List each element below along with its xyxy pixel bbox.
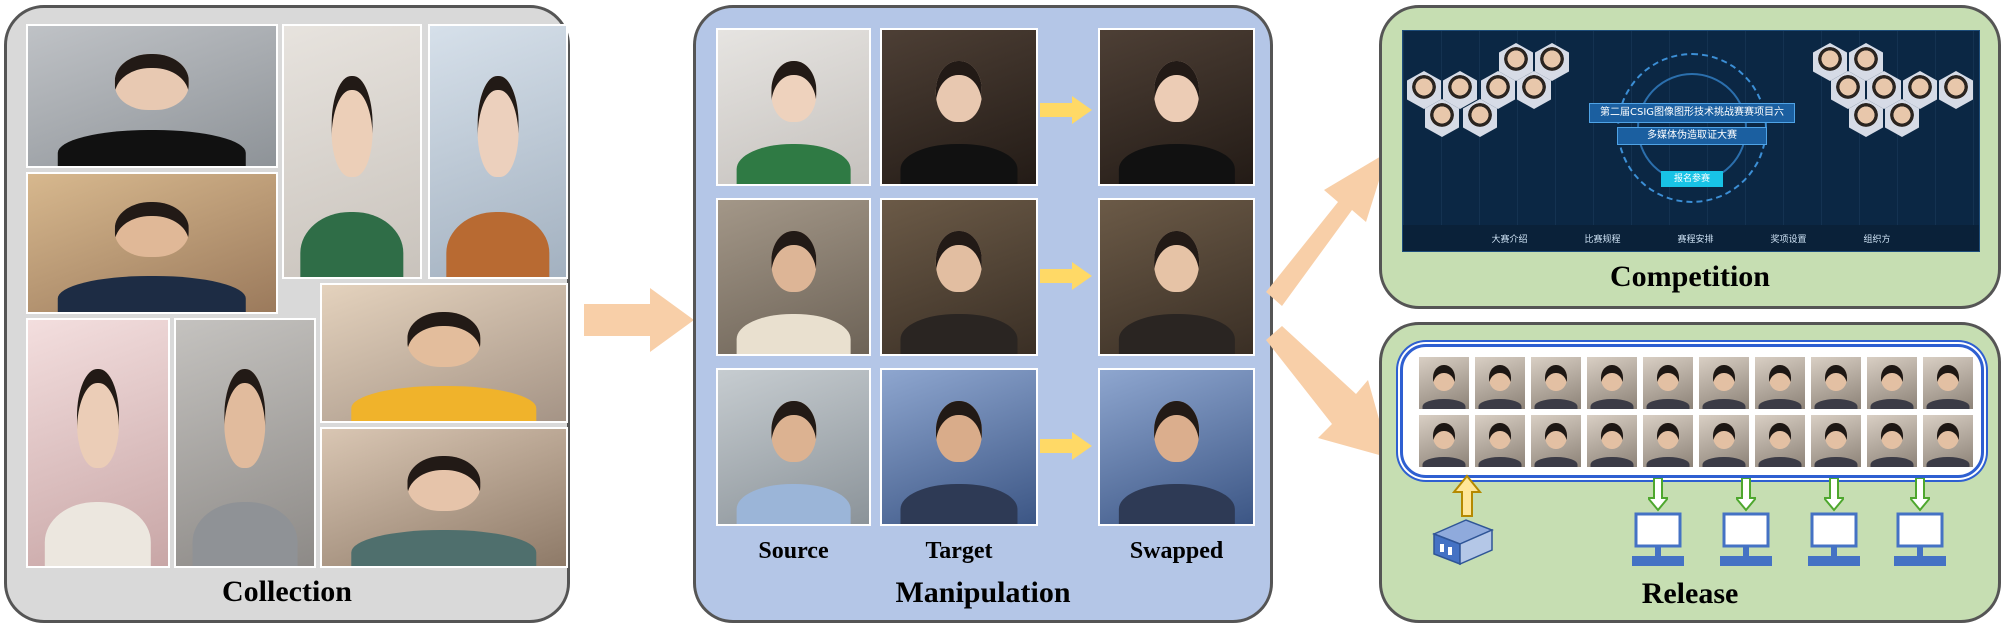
release-face — [1754, 356, 1806, 410]
collection-photo-1 — [26, 24, 278, 168]
swapped-face-1 — [1098, 28, 1255, 186]
nav-item-awards[interactable]: 奖项设置 — [1770, 234, 1807, 245]
computer-icon-4 — [1894, 512, 1946, 566]
release-face — [1642, 414, 1694, 468]
release-face — [1474, 414, 1526, 468]
collection-photo-5 — [320, 283, 568, 423]
release-face — [1474, 356, 1526, 410]
arrow-to-competition — [1266, 152, 1388, 306]
source-face-3 — [716, 368, 871, 526]
swap-arrow-2 — [1040, 262, 1092, 290]
collection-label: Collection — [222, 575, 352, 608]
manipulation-label: Manipulation — [895, 576, 1071, 609]
release-face — [1922, 356, 1974, 410]
swapped-column-label: Swapped — [1129, 538, 1224, 564]
source-column-label: Source — [758, 538, 829, 564]
target-face-1 — [880, 28, 1038, 186]
competition-title-banner: 第二届CSIG图像图形技术挑战赛赛项目六 — [1589, 103, 1795, 123]
download-arrow-icon-3 — [1824, 478, 1844, 512]
source-face-2 — [716, 198, 871, 356]
nav-item-intro[interactable]: 大赛介绍 — [1491, 234, 1528, 245]
computer-icon-1 — [1632, 512, 1684, 566]
release-label: Release — [1641, 577, 1739, 610]
release-face — [1698, 356, 1750, 410]
computer-icon-3 — [1808, 512, 1860, 566]
register-button[interactable]: 报名参赛 — [1661, 171, 1723, 187]
release-face — [1698, 414, 1750, 468]
nav-item-rules[interactable]: 比赛规程 — [1584, 234, 1621, 245]
arrow-collection-to-manipulation — [584, 288, 694, 352]
competition-label: Competition — [1610, 260, 1770, 293]
swapped-face-2 — [1098, 198, 1255, 356]
collection-photo-2 — [282, 24, 422, 279]
computer-icon-2 — [1720, 512, 1772, 566]
release-face — [1586, 356, 1638, 410]
collection-photo-8 — [320, 427, 568, 568]
release-face — [1586, 414, 1638, 468]
swapped-face-3 — [1098, 368, 1255, 526]
release-face — [1754, 414, 1806, 468]
release-face — [1418, 356, 1470, 410]
arrow-to-release — [1266, 326, 1390, 458]
source-face-1 — [716, 28, 871, 186]
swap-arrow-3 — [1040, 432, 1092, 460]
target-face-2 — [880, 198, 1038, 356]
release-face — [1922, 414, 1974, 468]
release-face — [1866, 356, 1918, 410]
server-icon — [1432, 519, 1494, 566]
competition-website-screenshot: 第二届CSIG图像图形技术挑战赛赛项目六 多媒体伪造取证大赛 报名参赛 大赛介绍… — [1402, 30, 1980, 252]
release-face — [1810, 356, 1862, 410]
download-arrow-icon-2 — [1736, 478, 1756, 512]
collection-photo-7 — [174, 318, 316, 568]
release-face — [1642, 356, 1694, 410]
swap-arrow-1 — [1040, 96, 1092, 124]
nav-item-organizers[interactable]: 组织方 — [1863, 234, 1891, 245]
competition-nav-bar: 大赛介绍 比赛规程 赛程安排 奖项设置 组织方 — [1403, 225, 1979, 251]
target-column-label: Target — [925, 538, 993, 564]
collection-photo-6 — [26, 318, 170, 568]
collection-photo-4 — [26, 172, 278, 314]
download-arrow-icon-1 — [1648, 478, 1668, 512]
target-face-3 — [880, 368, 1038, 526]
release-face — [1530, 414, 1582, 468]
nav-item-schedule[interactable]: 赛程安排 — [1677, 234, 1714, 245]
upload-arrow-icon — [1452, 474, 1482, 517]
release-face — [1530, 356, 1582, 410]
competition-subtitle-banner: 多媒体伪造取证大赛 — [1617, 127, 1767, 145]
download-arrow-icon-4 — [1910, 478, 1930, 512]
release-face — [1810, 414, 1862, 468]
collection-photo-3 — [428, 24, 568, 279]
release-face — [1866, 414, 1918, 468]
release-face — [1418, 414, 1470, 468]
